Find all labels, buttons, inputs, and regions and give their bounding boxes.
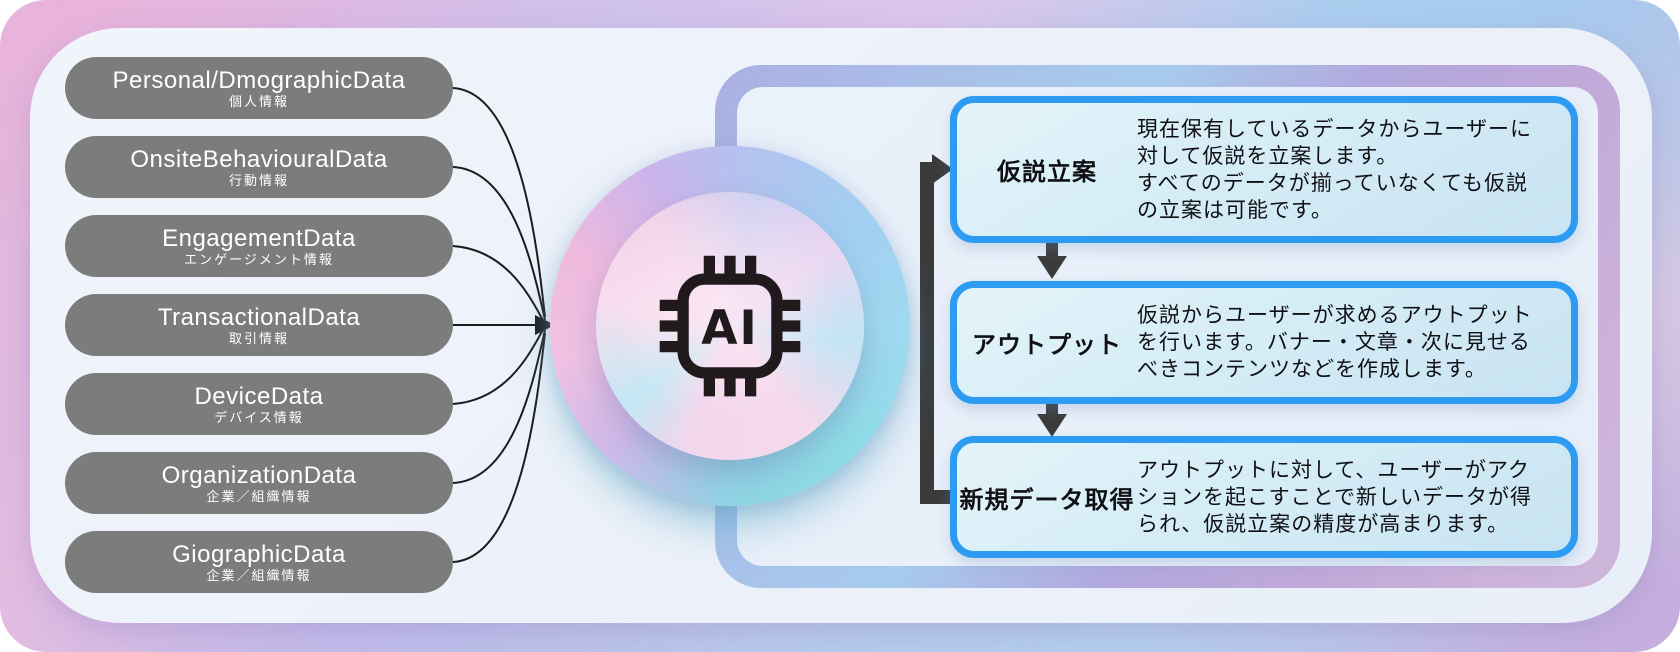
step-title: 仮説立案 <box>997 159 1097 186</box>
pill-onsite-behavioural-data: OnsiteBehaviouralData 行動情報 <box>65 136 453 198</box>
pill-subtitle: エンゲージメント情報 <box>184 252 334 268</box>
pill-title: GiographicData <box>172 540 346 568</box>
pill-title: EngagementData <box>162 224 356 252</box>
pill-subtitle: 企業／組織情報 <box>206 489 312 505</box>
ai-chip-icon: AI <box>659 255 801 397</box>
step-description: 現在保有しているデータからユーザーに 対して仮説を立案します。 すべてのデータが… <box>1137 117 1532 222</box>
pill-subtitle: デバイス情報 <box>214 410 304 426</box>
pill-title: TransactionalData <box>157 303 361 331</box>
pill-geographic-data: GiographicData 企業／組織情報 <box>65 531 453 593</box>
pill-subtitle: 企業／組織情報 <box>206 568 312 584</box>
pill-subtitle: 取引情報 <box>228 331 289 347</box>
pill-title: Personal/DmographicData <box>112 66 406 94</box>
step-description: 仮説からユーザーが求めるアウトプット を行います。バナー・文章・次に見せる べき… <box>1137 304 1533 381</box>
pill-engagement-data: EngagementData エンゲージメント情報 <box>65 215 453 277</box>
step-hypothesis: 仮説立案 現在保有しているデータからユーザーに 対して仮説を立案します。 すべて… <box>950 96 1578 243</box>
step-title: 新規データ取得 <box>959 486 1135 514</box>
pill-transactional-data: TransactionalData 取引情報 <box>65 294 453 356</box>
ai-circle: AI <box>550 146 910 506</box>
step-output: アウトプット 仮説からユーザーが求めるアウトプット を行います。バナー・文章・次… <box>950 281 1578 404</box>
ai-circle-inner: AI <box>596 192 864 460</box>
pill-organization-data: OrganizationData 企業／組織情報 <box>65 452 453 514</box>
pill-subtitle: 行動情報 <box>228 173 289 189</box>
pill-title: OrganizationData <box>161 461 357 489</box>
step-title: アウトプット <box>972 332 1122 359</box>
pill-personal-demographic-data: Personal/DmographicData 個人情報 <box>65 57 453 119</box>
step-new-data: 新規データ取得 アウトプットに対して、ユーザーがアク ションを起こすことで新しい… <box>950 436 1578 558</box>
pill-device-data: DeviceData デバイス情報 <box>65 373 453 435</box>
data-source-list: Personal/DmographicData 個人情報 OnsiteBehav… <box>65 57 453 610</box>
step-description: アウトプットに対して、ユーザーがアク ションを起こすことで新しいデータが得 られ… <box>1137 458 1532 536</box>
pill-title: OnsiteBehaviouralData <box>130 145 388 173</box>
ai-label: AI <box>701 301 758 356</box>
pill-subtitle: 個人情報 <box>228 94 289 110</box>
pill-title: DeviceData <box>194 382 324 410</box>
